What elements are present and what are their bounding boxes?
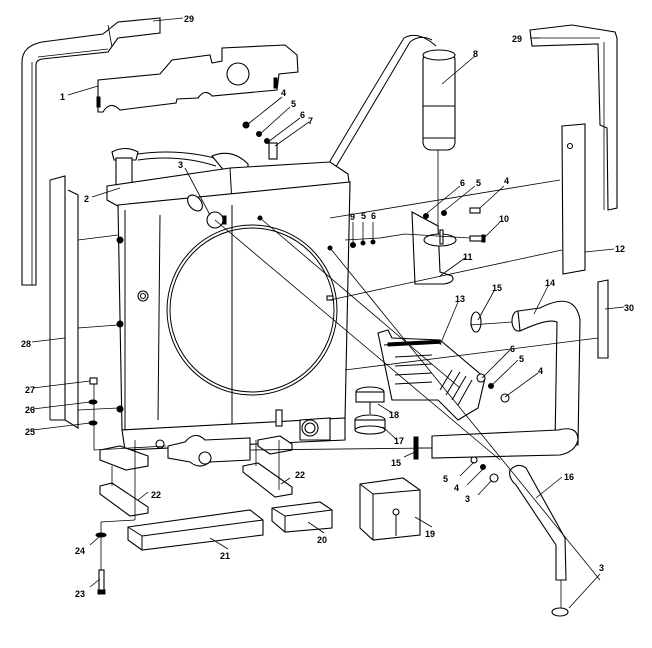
callout-4: 4 — [454, 483, 459, 493]
callout-3: 3 — [599, 563, 604, 573]
part-14-upper-hose — [511, 300, 581, 446]
callout-8: 8 — [473, 49, 478, 59]
callout-6: 6 — [300, 110, 305, 120]
callouts: 29 29 1 4 5 6 7 8 2 3 6 5 4 9 5 6 10 — [21, 14, 634, 609]
callout-22: 22 — [295, 470, 305, 480]
part-21-block — [127, 509, 264, 551]
part-29-right-trim — [529, 24, 618, 211]
assembly-lines — [77, 179, 601, 581]
part-12-side-bracket — [561, 123, 586, 275]
callout-10: 10 — [499, 214, 509, 224]
callout-6: 6 — [460, 178, 465, 188]
part-13-heat-shield — [377, 329, 486, 421]
callout-5: 5 — [519, 354, 524, 364]
callout-25: 25 — [25, 427, 35, 437]
fasteners — [88, 121, 510, 483]
callout-5: 5 — [476, 178, 481, 188]
callout-14: 14 — [545, 278, 555, 288]
callout-2: 2 — [84, 194, 89, 204]
callout-9: 9 — [350, 212, 355, 222]
callout-30: 30 — [624, 303, 634, 313]
callout-5: 5 — [291, 99, 296, 109]
part-11-bracket — [411, 211, 486, 285]
part-28-side-panel — [49, 175, 79, 429]
callout-15: 15 — [492, 283, 502, 293]
callout-17: 17 — [394, 436, 404, 446]
callout-6: 6 — [510, 344, 515, 354]
callout-4: 4 — [538, 366, 543, 376]
part-23-24-bolt-washer — [95, 519, 136, 595]
callout-3: 3 — [178, 160, 183, 170]
callout-13: 13 — [455, 294, 465, 304]
callout-20: 20 — [317, 535, 327, 545]
callout-23: 23 — [75, 589, 85, 599]
part-16-lower-hose — [431, 428, 579, 617]
callout-27: 27 — [25, 385, 35, 395]
callout-11: 11 — [463, 252, 473, 262]
callout-7: 7 — [308, 116, 313, 126]
part-30-strip — [597, 279, 609, 359]
callout-12: 12 — [615, 244, 625, 254]
callout-5: 5 — [361, 211, 366, 221]
part-8-expansion-tank — [315, 34, 456, 240]
callout-26: 26 — [25, 405, 35, 415]
callout-15: 15 — [391, 458, 401, 468]
callout-1: 1 — [60, 92, 65, 102]
part-18-clamp — [355, 386, 385, 414]
callout-5: 5 — [443, 474, 448, 484]
callout-3: 3 — [465, 494, 470, 504]
callout-24: 24 — [75, 546, 85, 556]
callout-4: 4 — [504, 176, 509, 186]
callout-19: 19 — [425, 529, 435, 539]
part-1-upper-shroud — [96, 44, 299, 113]
part-2-radiator-core — [106, 147, 351, 467]
callout-16: 16 — [564, 472, 574, 482]
part-17-grommet — [354, 414, 386, 435]
part-19-box — [359, 477, 421, 541]
callout-18: 18 — [389, 410, 399, 420]
callout-22: 22 — [151, 490, 161, 500]
callout-21: 21 — [220, 551, 230, 561]
callout-6: 6 — [371, 211, 376, 221]
callout-29: 29 — [184, 14, 194, 24]
callout-29: 29 — [512, 34, 522, 44]
part-20-block — [271, 501, 333, 533]
callout-28: 28 — [21, 339, 31, 349]
callout-4: 4 — [281, 88, 286, 98]
part-29-left-trim — [21, 17, 161, 286]
